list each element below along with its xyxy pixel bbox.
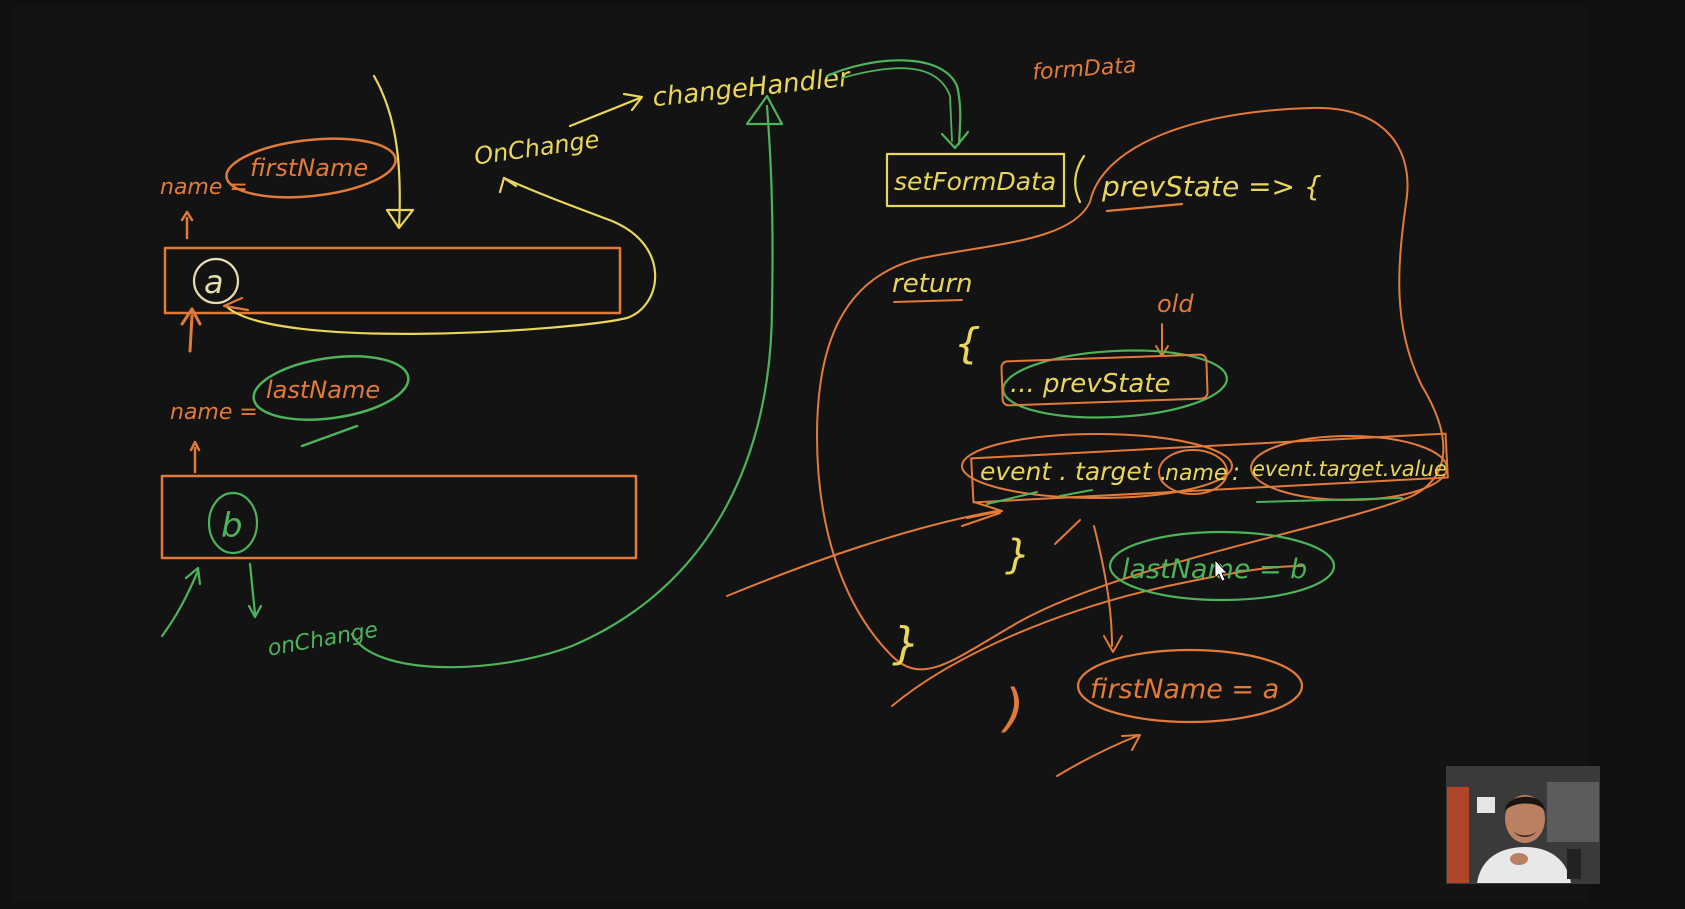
object-close-brace: } xyxy=(1005,532,1030,578)
orange-tick-to-entry xyxy=(1054,519,1081,545)
input-a-letter-circle xyxy=(192,257,240,305)
input-field-b[interactable] xyxy=(160,474,638,560)
value-label: event.target.value xyxy=(1252,457,1447,481)
old-label: old xyxy=(1157,290,1194,318)
presenter-webcam-icon xyxy=(1446,766,1600,884)
handler-label: changeHandler xyxy=(651,62,853,113)
input-a-letter: a xyxy=(204,263,224,301)
firstname-result: firstName = a xyxy=(1090,674,1279,705)
setter-open-paren xyxy=(1074,154,1086,204)
firstname-highlight-ellipse xyxy=(225,137,397,199)
param-label: prevState => { xyxy=(1101,170,1322,203)
setter-label: setFormData xyxy=(894,167,1056,196)
firstname-result-ellipse xyxy=(1076,648,1304,724)
callback-outline xyxy=(816,106,1445,671)
entry-colon: : xyxy=(1232,458,1240,486)
input-b-name-pointer xyxy=(189,440,201,474)
return-underline xyxy=(893,299,963,303)
input-b-event-label: onChange xyxy=(266,618,380,662)
yellow-loop-arrowhead xyxy=(498,176,518,194)
setter-box xyxy=(885,152,1066,208)
orange-arrow-to-entry xyxy=(726,501,1003,597)
input-b-name-label: name = xyxy=(170,400,258,425)
input-b-name-value: lastName xyxy=(266,376,380,404)
orange-arrow-to-firstname-result xyxy=(1056,734,1141,777)
name-key-ellipse xyxy=(1158,449,1228,495)
yellow-loop-to-onchange xyxy=(224,176,657,335)
lastname-result-ellipse xyxy=(1108,530,1336,602)
input-a-group: name = firstName a xyxy=(160,74,657,353)
setter-group: formData setFormData prevState => { retu… xyxy=(726,53,1449,777)
setter-close-paren: ) xyxy=(1000,679,1024,739)
callback-close-brace: } xyxy=(892,618,920,669)
whiteboard-canvas: name = firstName a name = lastName xyxy=(12,6,1588,902)
object-open-brace: { xyxy=(954,319,981,368)
orange-sweep-to-lastname xyxy=(891,565,1303,707)
param-underline xyxy=(1105,202,1184,213)
orange-return-arrowhead xyxy=(222,296,250,312)
handler-to-setter-arrow-inner xyxy=(841,67,953,142)
lastname-underline-stroke xyxy=(300,424,359,448)
input-b-letter-circle xyxy=(207,491,259,555)
return-keyword: return xyxy=(892,269,973,299)
onchange-label: OnChange xyxy=(472,125,601,170)
lastname-highlight-ellipse xyxy=(252,355,410,421)
handler-to-setter-arrowhead xyxy=(940,130,970,150)
event-target-green-underline xyxy=(986,489,1403,505)
cursor-icon xyxy=(1214,559,1228,582)
spread-orange-box xyxy=(1000,353,1209,407)
input-b-event-pointer xyxy=(247,562,263,619)
input-a-name-value: firstName xyxy=(250,154,368,182)
spread-label: ... prevState xyxy=(1010,369,1170,399)
input-a-name-pointer xyxy=(180,210,194,240)
green-handler-arrowhead xyxy=(745,94,784,126)
input-a-orange-arrow xyxy=(180,307,202,353)
green-curve-to-handler xyxy=(350,104,774,669)
event-target-text: event . target . xyxy=(980,457,1167,486)
input-b-green-arrow xyxy=(160,566,202,638)
input-b-letter: b xyxy=(221,506,243,546)
handler-to-setter-arrow xyxy=(825,59,962,146)
formdata-label: formData xyxy=(1031,53,1137,85)
yellow-down-arrow xyxy=(372,74,415,230)
computed-key-ellipse xyxy=(961,433,1233,499)
orange-arrow-down-to-firstname xyxy=(1093,525,1123,653)
input-field-a[interactable] xyxy=(163,246,622,315)
name-key: name xyxy=(1165,461,1227,486)
onchange-to-handler-arrow xyxy=(568,92,644,128)
